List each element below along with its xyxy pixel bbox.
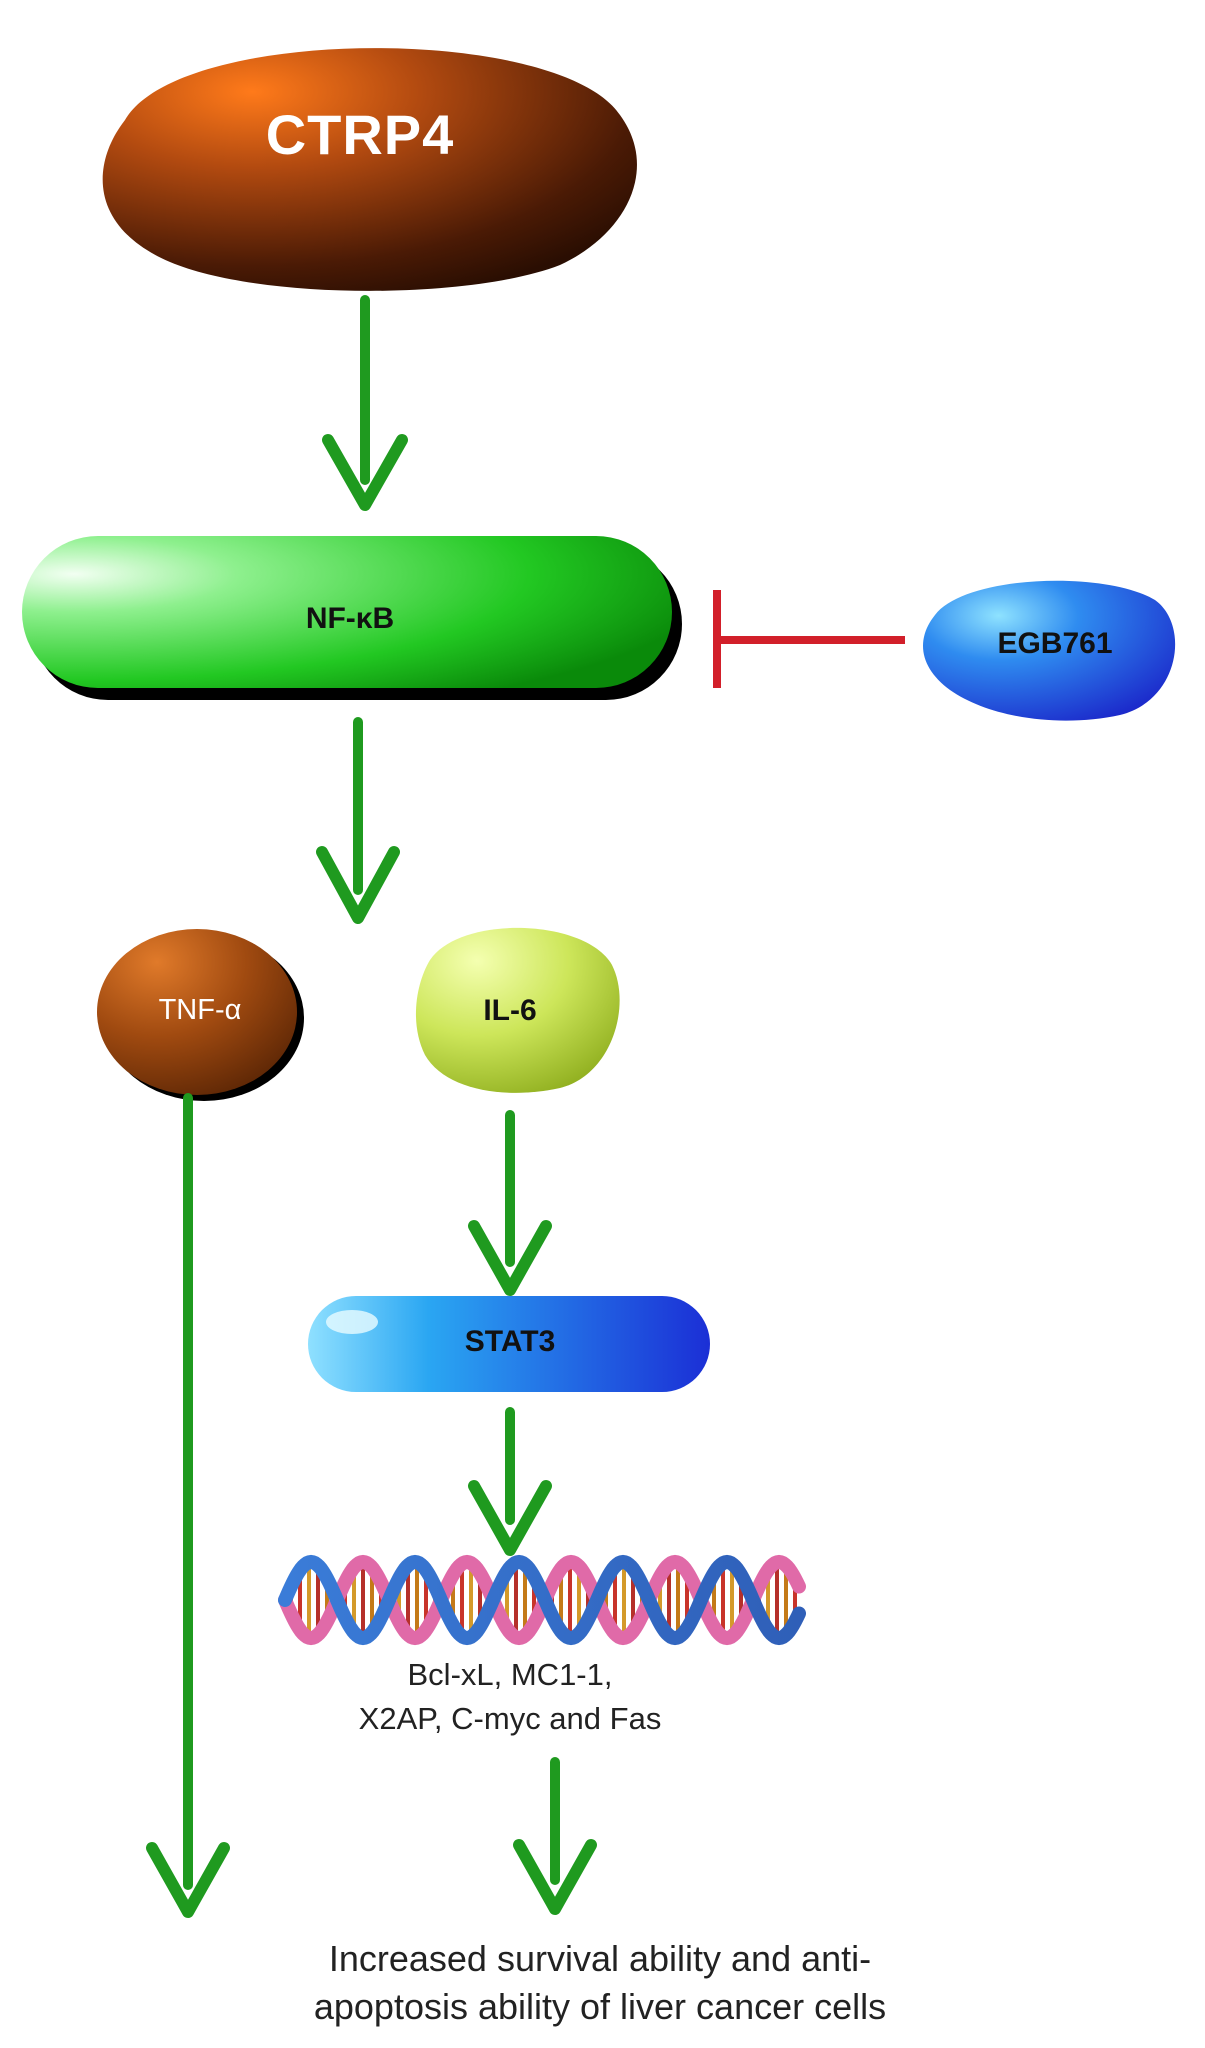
egb761-node bbox=[923, 580, 1176, 721]
arrow-genes-to-outcome bbox=[513, 1757, 597, 1915]
dna-helix-icon bbox=[278, 1554, 806, 1646]
stat3-node bbox=[308, 1296, 710, 1392]
arrow-nfkb-to-cytokines bbox=[316, 717, 400, 924]
il6-node bbox=[415, 927, 620, 1093]
outcome-line-1: Increased survival ability and anti- bbox=[328, 1938, 872, 1979]
arrow-ctrp4-to-nfkb bbox=[322, 295, 408, 511]
outcome-line-2: apoptosis ability of liver cancer cells bbox=[313, 1986, 887, 2027]
tnf-alpha-node bbox=[97, 929, 297, 1095]
egb761-label: EGB761 bbox=[997, 627, 1113, 660]
il6-label: IL-6 bbox=[483, 994, 537, 1027]
nfkb-label: NF-κB bbox=[305, 602, 395, 635]
outcome-label: Increased survival ability and anti- apo… bbox=[60, 1935, 1140, 2031]
arrow-tnf-to-outcome bbox=[146, 1093, 230, 1918]
tnf-alpha-label: TNF-α bbox=[158, 994, 242, 1026]
ctrp4-node bbox=[102, 48, 637, 291]
ctrp4-label: CTRP4 bbox=[265, 103, 455, 166]
arrow-stat3-to-dna bbox=[468, 1407, 552, 1556]
target-genes-line-2: X2AP, C-myc and Fas bbox=[358, 1701, 662, 1736]
arrow-il6-to-stat3 bbox=[468, 1110, 552, 1296]
inhibition-egb761-to-nfkb bbox=[713, 590, 905, 688]
stat3-label: STAT3 bbox=[464, 1325, 556, 1358]
nfkb-node bbox=[22, 536, 672, 688]
stat3-highlight bbox=[326, 1310, 378, 1334]
target-genes-label: Bcl-xL, MC1-1, X2AP, C-myc and Fas bbox=[250, 1653, 770, 1741]
target-genes-line-1: Bcl-xL, MC1-1, bbox=[407, 1657, 613, 1692]
